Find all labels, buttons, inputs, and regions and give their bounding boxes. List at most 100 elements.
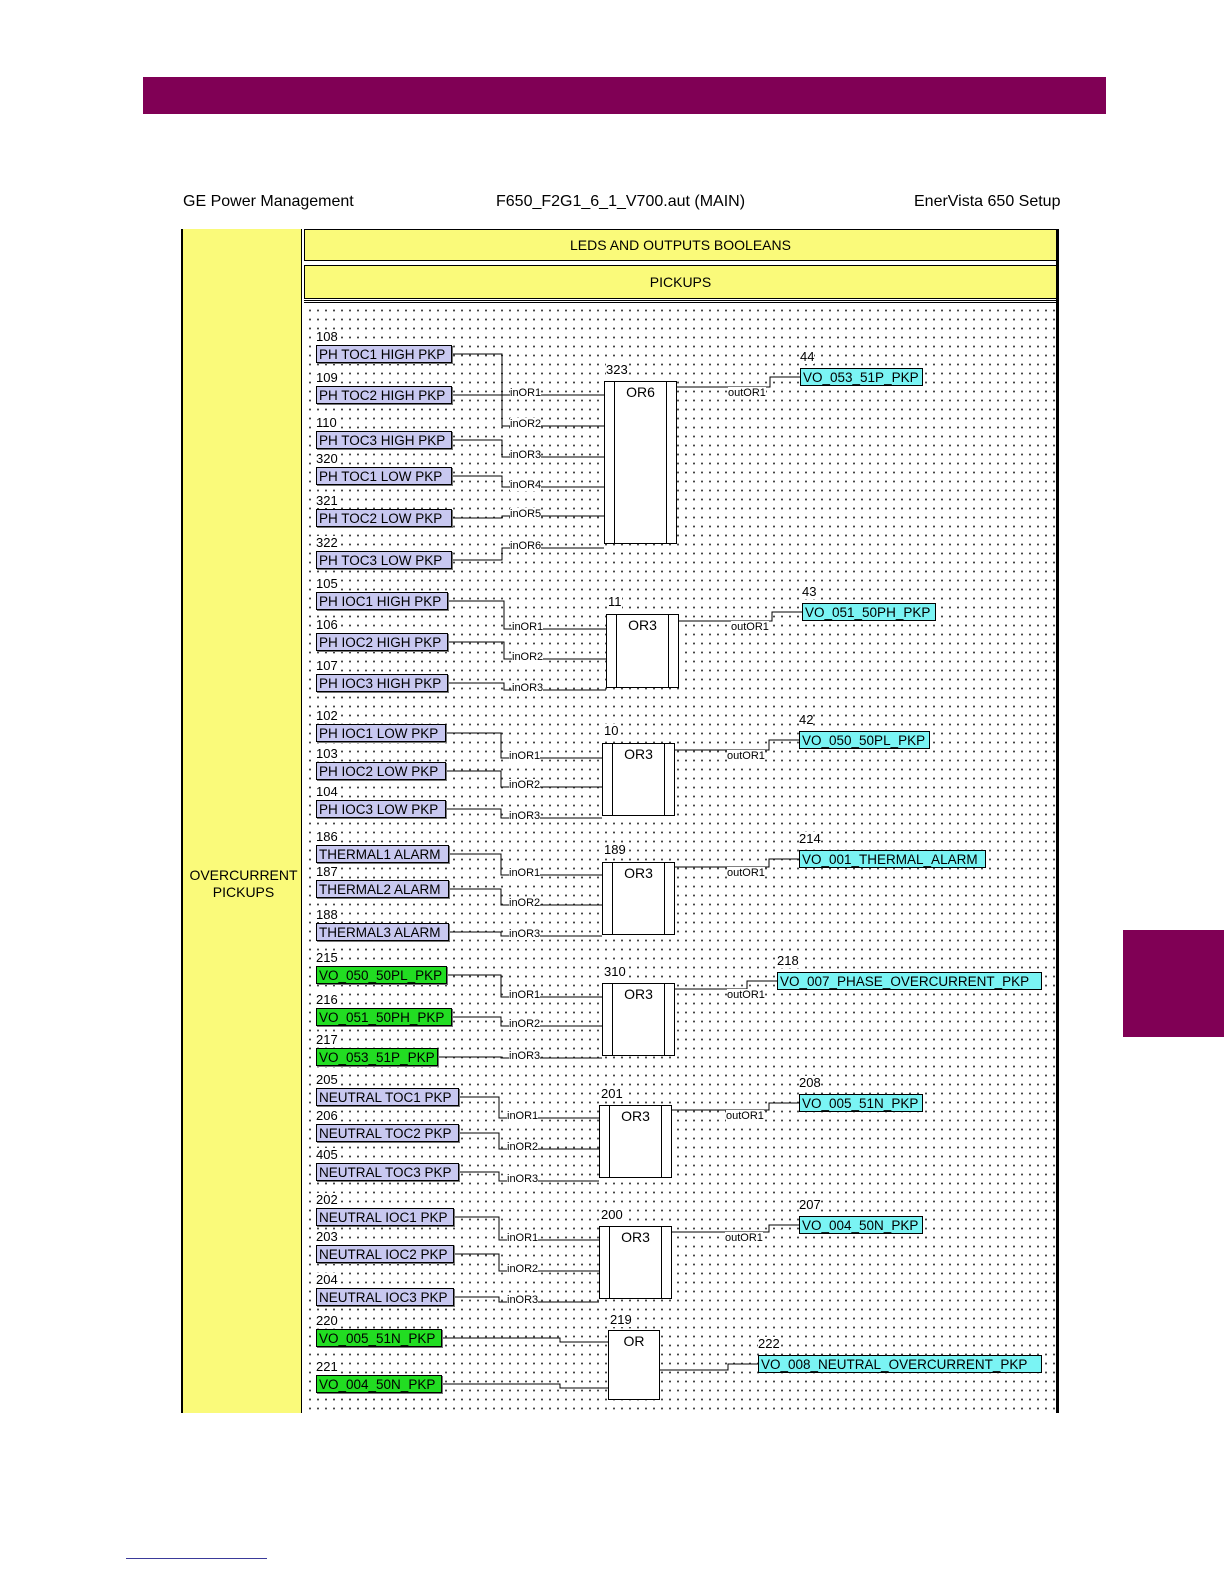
input-signal[interactable]: THERMAL2 ALARM (316, 880, 449, 898)
input-signal[interactable]: NEUTRAL TOC2 PKP (316, 1124, 459, 1142)
gate-left-edge (614, 382, 615, 543)
output-node-number: 208 (799, 1075, 821, 1090)
gate-input-pin: inOR5 (510, 508, 542, 520)
or-gate[interactable]: OR3 (602, 983, 675, 1056)
or-gate[interactable]: OR3 (599, 1105, 672, 1178)
gate-left-edge (609, 1227, 610, 1298)
output-signal[interactable]: VO_051_50PH_PKP (802, 603, 936, 621)
input-signal[interactable]: PH IOC3 LOW PKP (316, 800, 446, 818)
gate-input-pin: inOR3 (507, 1294, 539, 1306)
diagram-frame: OVERCURRENT PICKUPS LEDS AND OUTPUTS BOO… (181, 229, 1059, 1413)
input-signal[interactable]: VO_004_50N_PKP (316, 1375, 442, 1393)
or-gate[interactable]: OR3 (599, 1226, 672, 1299)
output-node-number: 207 (799, 1197, 821, 1212)
input-node-number: 186 (316, 829, 338, 844)
input-node-number: 215 (316, 950, 338, 965)
input-node-number: 202 (316, 1192, 338, 1207)
or-gate[interactable]: OR6 (604, 381, 677, 544)
output-node-number: 214 (799, 831, 821, 846)
input-node-number: 206 (316, 1108, 338, 1123)
input-signal[interactable]: VO_050_50PL_PKP (316, 966, 447, 984)
output-signal[interactable]: VO_001_THERMAL_ALARM (799, 850, 986, 868)
gate-type-label: OR6 (626, 384, 655, 400)
header-banner (143, 77, 1106, 114)
input-signal[interactable]: NEUTRAL TOC1 PKP (316, 1088, 459, 1106)
canvas-top-rule (304, 300, 1057, 303)
gate-node-number: 200 (601, 1207, 623, 1222)
input-signal[interactable]: NEUTRAL TOC3 PKP (316, 1163, 459, 1181)
gate-input-pin: inOR2 (510, 418, 542, 430)
gate-output-pin: outOR1 (726, 1110, 764, 1122)
chapter-tab (1123, 930, 1224, 1037)
input-signal[interactable]: PH TOC3 HIGH PKP (316, 431, 452, 449)
gate-right-edge (661, 1106, 662, 1177)
gate-left-edge (609, 1106, 610, 1177)
header-application: EnerVista 650 Setup (914, 193, 1061, 210)
input-node-number: 109 (316, 370, 338, 385)
gate-input-pin: inOR2 (509, 1018, 541, 1030)
gate-input-pin: inOR3 (509, 928, 541, 940)
input-node-number: 204 (316, 1272, 338, 1287)
input-signal[interactable]: NEUTRAL IOC3 PKP (316, 1288, 454, 1306)
input-node-number: 320 (316, 451, 338, 466)
input-signal[interactable]: PH IOC1 LOW PKP (316, 724, 446, 742)
input-signal[interactable]: PH IOC1 HIGH PKP (316, 592, 448, 610)
input-node-number: 220 (316, 1313, 338, 1328)
gate-input-pin: inOR2 (509, 779, 541, 791)
input-signal[interactable]: PH IOC2 LOW PKP (316, 762, 446, 780)
gate-output-pin: outOR1 (731, 621, 769, 633)
input-signal[interactable]: PH IOC2 HIGH PKP (316, 633, 448, 651)
input-signal[interactable]: PH TOC2 LOW PKP (316, 509, 452, 527)
input-signal[interactable]: PH TOC1 LOW PKP (316, 467, 452, 485)
input-signal[interactable]: PH IOC3 HIGH PKP (316, 674, 448, 692)
or-gate[interactable]: OR (608, 1330, 660, 1400)
input-signal[interactable]: NEUTRAL IOC2 PKP (316, 1245, 454, 1263)
canvas-right-border (1056, 229, 1059, 1413)
input-signal[interactable]: PH TOC1 HIGH PKP (316, 345, 452, 363)
gate-output-pin: outOR1 (727, 750, 765, 762)
output-signal[interactable]: VO_005_51N_PKP (799, 1094, 923, 1112)
output-signal[interactable]: VO_007_PHASE_OVERCURRENT_PKP (777, 972, 1042, 990)
gate-output-pin: outOR1 (728, 387, 766, 399)
gate-input-pin: inOR3 (507, 1173, 539, 1185)
gate-type-label: OR3 (628, 617, 657, 633)
input-node-number: 216 (316, 992, 338, 1007)
output-signal[interactable]: VO_053_51P_PKP (800, 368, 923, 386)
output-signal[interactable]: VO_008_NEUTRAL_OVERCURRENT_PKP (758, 1355, 1042, 1373)
input-node-number: 102 (316, 708, 338, 723)
gate-input-pin: inOR4 (510, 479, 542, 491)
input-signal[interactable]: THERMAL1 ALARM (316, 845, 449, 863)
gate-input-pin: inOR1 (509, 867, 541, 879)
input-signal[interactable]: VO_051_50PH_PKP (316, 1008, 452, 1026)
input-signal[interactable]: PH TOC2 HIGH PKP (316, 386, 452, 404)
output-node-number: 44 (800, 349, 815, 364)
gate-input-pin: inOR1 (509, 750, 541, 762)
or-gate[interactable]: OR3 (606, 614, 679, 688)
header-company: GE Power Management (183, 193, 354, 210)
input-node-number: 108 (316, 329, 338, 344)
gate-type-label: OR3 (624, 865, 653, 881)
input-node-number: 405 (316, 1147, 338, 1162)
gate-input-pin: inOR2 (512, 651, 544, 663)
gate-node-number: 10 (604, 723, 619, 738)
gate-input-pin: inOR3 (509, 1050, 541, 1062)
output-signal[interactable]: VO_050_50PL_PKP (799, 731, 930, 749)
input-signal[interactable]: PH TOC3 LOW PKP (316, 551, 452, 569)
gate-input-pin: inOR1 (507, 1110, 539, 1122)
section-title: LEDS AND OUTPUTS BOOLEANS (304, 229, 1057, 261)
input-node-number: 217 (316, 1032, 338, 1047)
input-signal[interactable]: VO_053_51P_PKP (316, 1048, 438, 1066)
or-gate[interactable]: OR3 (602, 862, 675, 935)
gate-left-edge (612, 984, 613, 1055)
input-signal[interactable]: THERMAL3 ALARM (316, 923, 449, 941)
or-gate[interactable]: OR3 (602, 743, 675, 816)
input-signal[interactable]: VO_005_51N_PKP (316, 1329, 442, 1347)
gate-type-label: OR3 (624, 986, 653, 1002)
gate-left-edge (612, 863, 613, 934)
sheet-label-column: OVERCURRENT PICKUPS (181, 229, 302, 1413)
gate-type-label: OR3 (621, 1108, 650, 1124)
input-signal[interactable]: NEUTRAL IOC1 PKP (316, 1208, 454, 1226)
gate-output-pin: outOR1 (725, 1232, 763, 1244)
input-node-number: 221 (316, 1359, 338, 1374)
output-signal[interactable]: VO_004_50N_PKP (799, 1216, 923, 1234)
